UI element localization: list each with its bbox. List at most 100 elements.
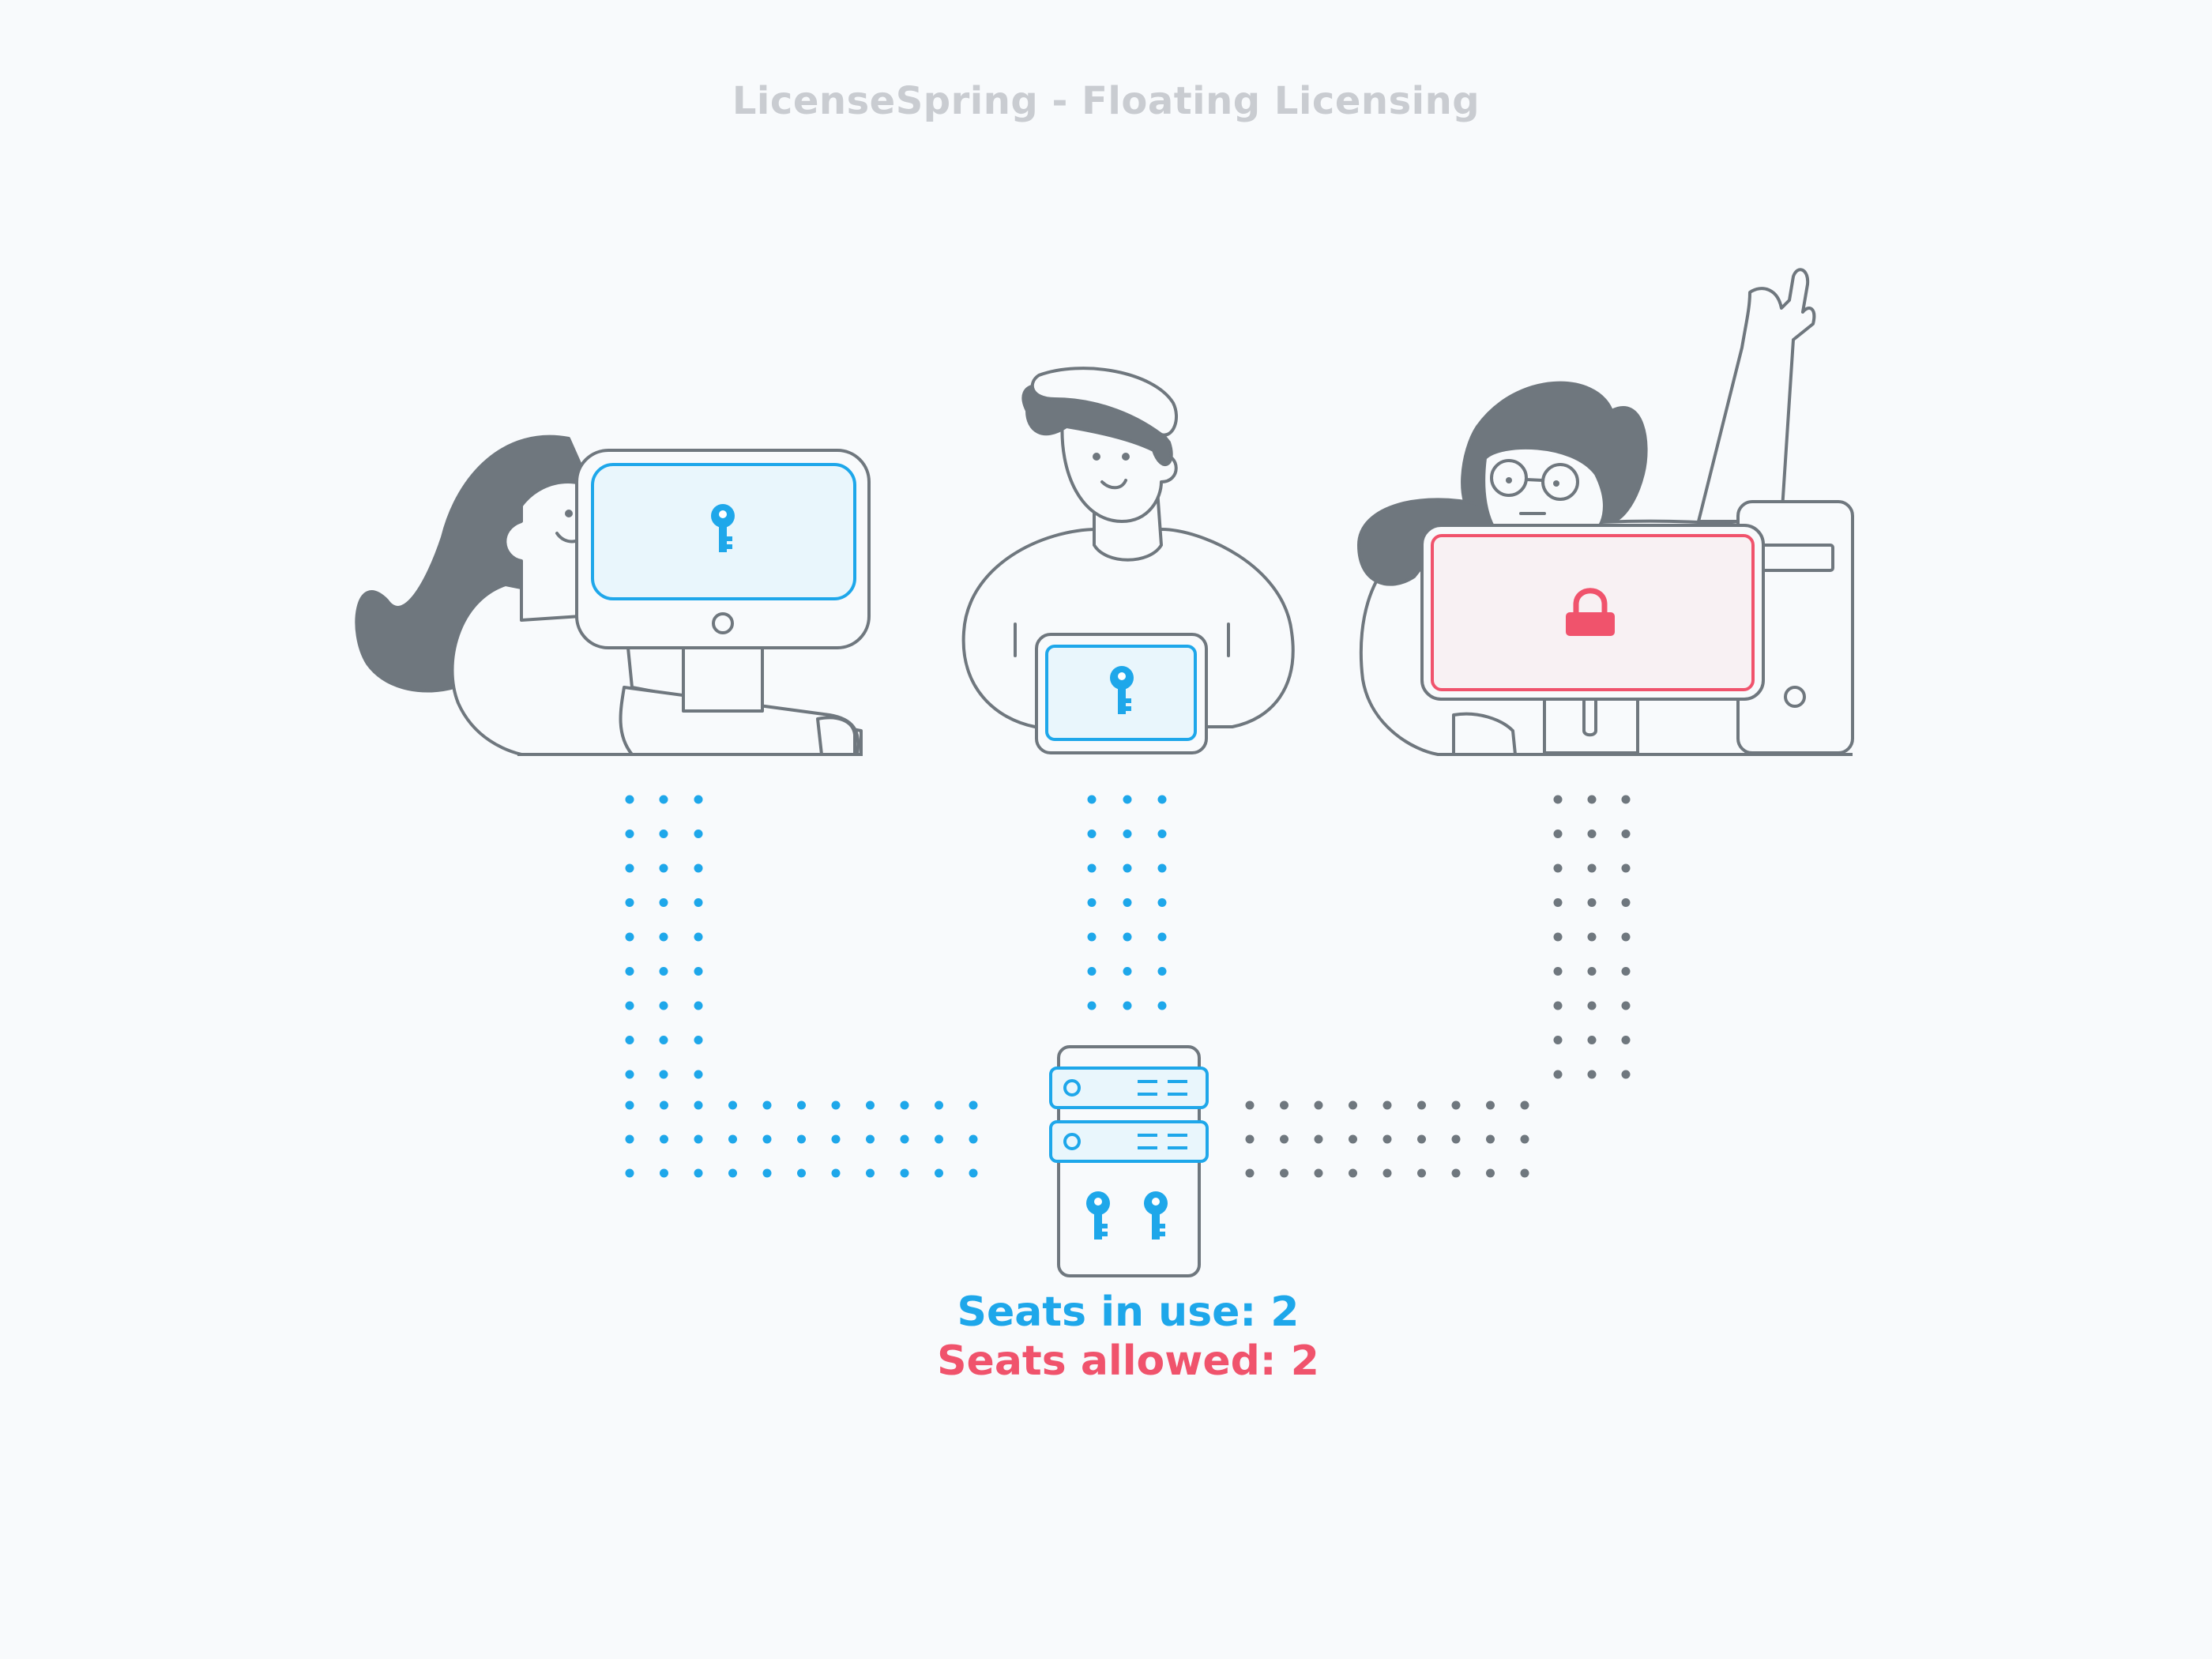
connection-dot <box>660 1134 668 1144</box>
connection-dot <box>1553 863 1563 873</box>
connection-dot <box>969 1134 978 1144</box>
connection-dot <box>1087 967 1097 976</box>
connection-dot <box>694 830 703 838</box>
connection-dot <box>1553 795 1563 804</box>
connection-dot <box>1451 1134 1461 1144</box>
connection-dot <box>625 1168 634 1178</box>
user-3-raised-arm <box>1697 268 1816 523</box>
connection-dot <box>1587 1036 1597 1044</box>
connection-dot <box>866 1168 875 1178</box>
connection-dot <box>1245 1100 1255 1110</box>
connection-dot <box>728 1100 737 1110</box>
connection-dot <box>1621 1070 1631 1079</box>
connection-dot <box>1587 1001 1597 1010</box>
connection-dot <box>1087 932 1097 942</box>
connection-dot <box>660 1100 668 1110</box>
connection-dot <box>694 1168 703 1178</box>
connection-dot <box>1123 1001 1132 1010</box>
connection-dot <box>1157 830 1167 838</box>
connection-dot <box>935 1168 943 1178</box>
connection-dot <box>1382 1100 1392 1110</box>
connection-dot <box>1280 1168 1288 1178</box>
connection-dot <box>1157 898 1167 907</box>
connection-dot <box>659 898 668 907</box>
connection-dot <box>1553 932 1563 942</box>
connection-dot <box>1349 1134 1357 1144</box>
connection-dot <box>659 1001 668 1010</box>
connection-dot <box>1553 1070 1563 1079</box>
connection-center <box>1087 795 1167 1010</box>
connection-dot <box>1123 830 1132 838</box>
connection-dot <box>625 830 634 838</box>
connection-dot <box>694 1070 703 1079</box>
connection-dot <box>935 1100 943 1110</box>
connection-dot <box>659 967 668 976</box>
connection-dot <box>1087 898 1097 907</box>
connection-dot <box>1157 932 1167 942</box>
connection-dot <box>762 1100 772 1110</box>
connection-dot <box>797 1100 806 1110</box>
connection-dot <box>1157 795 1167 804</box>
connection-dot <box>1587 932 1597 942</box>
connection-dot <box>1621 863 1631 873</box>
connection-dot <box>969 1168 978 1178</box>
connection-dot <box>659 1036 668 1044</box>
connection-dot <box>694 932 703 942</box>
connection-dot <box>625 967 634 976</box>
connection-dot <box>660 1168 668 1178</box>
connection-dot <box>1621 898 1631 907</box>
seat-stats: Seats in use: 2 Seats allowed: 2 <box>891 1288 1365 1386</box>
connection-dot <box>1245 1168 1255 1178</box>
connection-dot <box>1486 1168 1495 1178</box>
connection-dot <box>797 1134 806 1144</box>
connection-dot <box>1587 967 1597 976</box>
server-unit-2 <box>1049 1120 1209 1163</box>
connection-dot <box>625 1134 634 1144</box>
connection-dot <box>659 863 668 873</box>
connection-dot <box>1417 1100 1426 1110</box>
connection-dot <box>659 1070 668 1079</box>
connection-dot <box>1451 1168 1461 1178</box>
connection-dot <box>728 1134 737 1144</box>
connection-dot <box>1157 967 1167 976</box>
connection-dot <box>1087 830 1097 838</box>
connection-dot <box>1587 795 1597 804</box>
connection-dot <box>1123 898 1132 907</box>
connection-dot <box>694 1036 703 1044</box>
connection-dot <box>762 1134 772 1144</box>
connection-dot <box>1621 932 1631 942</box>
connection-dot <box>1587 830 1597 838</box>
user-1 <box>355 434 871 756</box>
connection-dot <box>659 795 668 804</box>
connection-dot <box>1382 1134 1392 1144</box>
connection-dot <box>1621 967 1631 976</box>
connection-dot <box>1621 830 1631 838</box>
connection-dot <box>694 863 703 873</box>
connection-dot <box>625 1100 634 1110</box>
server-unit-1 <box>1049 1066 1209 1109</box>
seats-in-use: Seats in use: 2 <box>957 1288 1300 1336</box>
connection-dot <box>625 898 634 907</box>
connection-dot <box>1417 1134 1426 1144</box>
connection-dot <box>1382 1168 1392 1178</box>
connection-dot <box>1349 1168 1357 1178</box>
user-3 <box>1357 268 1854 756</box>
connection-dot <box>1314 1134 1323 1144</box>
connection-dot <box>1280 1100 1288 1110</box>
connection-dot <box>1520 1168 1529 1178</box>
connection-dot <box>866 1100 875 1110</box>
connection-dot <box>694 795 703 804</box>
connection-dot <box>1123 932 1132 942</box>
connection-dot <box>900 1134 909 1144</box>
connection-dot <box>1621 795 1631 804</box>
connection-dot <box>762 1168 772 1178</box>
connection-dot <box>1553 898 1563 907</box>
connection-dot <box>694 898 703 907</box>
connection-dot <box>1157 863 1167 873</box>
padlock-icon <box>1566 588 1615 636</box>
connection-dot <box>625 1001 634 1010</box>
connection-dot <box>1587 898 1597 907</box>
connection-dot <box>694 1100 703 1110</box>
connection-dot <box>1123 863 1132 873</box>
connection-dot <box>1245 1134 1255 1144</box>
